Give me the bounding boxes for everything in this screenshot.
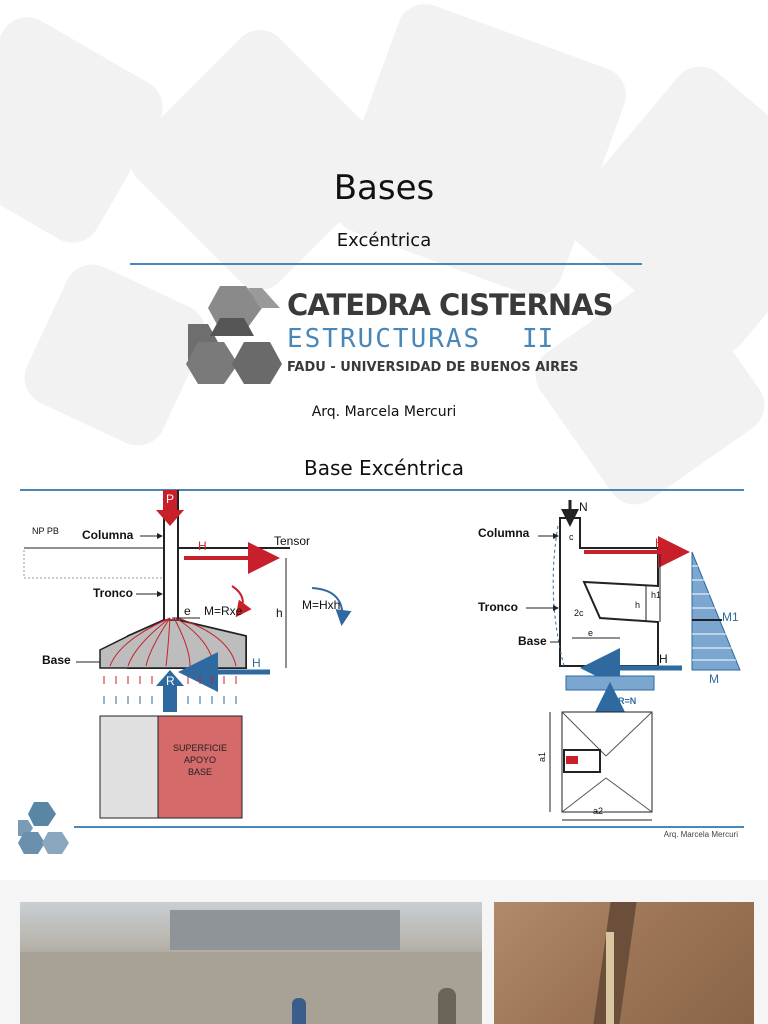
columna-label-right: Columna <box>478 526 530 540</box>
m-label: M <box>709 672 719 686</box>
logo-line1: CATEDRA CISTERNAS <box>287 288 613 322</box>
base-label: Base <box>42 653 71 667</box>
photo-strip <box>0 880 768 1024</box>
h1-label: h1 <box>651 590 662 600</box>
logo-line2-number: II <box>522 324 554 354</box>
h-label: H <box>198 539 207 553</box>
photo-worker <box>292 998 306 1024</box>
r-label: R <box>166 674 175 688</box>
logo-line2: ESTRUCTURAS <box>287 324 482 354</box>
left-diagram <box>23 490 352 819</box>
e-label-right: e <box>588 628 594 638</box>
footer-divider <box>74 826 744 828</box>
moment-hatch <box>692 565 736 661</box>
bg-shape <box>326 0 634 304</box>
e-label: e <box>184 604 191 618</box>
r-arrowhead <box>156 670 184 686</box>
h-reaction-label: H <box>252 656 261 670</box>
h-dim-label: h <box>276 606 283 620</box>
p-label: P <box>166 492 175 506</box>
tronco-label: Tronco <box>93 586 134 600</box>
plan-column-fill <box>566 756 578 764</box>
a1-label: a1 <box>537 751 548 763</box>
m1-label: M1 <box>722 610 739 624</box>
footer-logo-icon <box>18 802 69 854</box>
columna-label: Columna <box>82 528 134 542</box>
footing-section <box>559 517 659 667</box>
h-top-label: H <box>655 536 664 550</box>
page-subtitle: Excéntrica <box>336 230 432 251</box>
twoc-label: 2c <box>574 608 584 618</box>
plan-column <box>563 749 601 773</box>
soil-reaction <box>565 675 655 691</box>
mrxe-label: M=Rxe <box>204 604 243 618</box>
surface-line: APOYO <box>183 755 216 765</box>
p-arrowhead <box>156 510 184 526</box>
slide-title: Base Excéntrica <box>303 456 465 480</box>
photo-worker <box>438 988 456 1024</box>
slide-top-divider <box>20 489 744 491</box>
mhxh-label: M=Hxh <box>302 598 341 612</box>
p-arrow <box>163 490 177 512</box>
footer-author: Arq. Marcela Mercuri <box>663 830 738 839</box>
plan-slope <box>561 711 653 813</box>
construction-photo-left <box>20 902 482 1024</box>
h-bottom-label: H <box>659 652 668 666</box>
a2-label: a2 <box>593 806 604 816</box>
r-arrow <box>163 684 177 712</box>
title-divider <box>130 263 642 265</box>
page-title: Bases <box>333 168 435 208</box>
photo-formwork <box>606 932 614 1024</box>
moment-diagram <box>691 551 741 671</box>
photo-wall <box>20 952 482 1024</box>
moment-rxe-arc <box>231 585 252 618</box>
construction-photo-right <box>494 902 754 1024</box>
n-label: N <box>579 500 588 514</box>
photo-trench <box>593 902 637 1024</box>
surface-red <box>157 715 243 819</box>
soil-pressure-arrows <box>103 676 237 704</box>
ground-hatch <box>23 547 165 579</box>
base-label-right: Base <box>518 634 547 648</box>
logo: CATEDRA CISTERNAS ESTRUCTURAS II FADU - … <box>184 284 613 388</box>
author: Arq. Marcela Mercuri <box>311 404 457 420</box>
photo-building <box>170 910 400 950</box>
h-label-right: h <box>635 600 641 610</box>
surface-label: SUPERFICIE APOYO BASE <box>158 742 242 778</box>
surface-line: SUPERFICIE <box>172 743 227 753</box>
right-diagram <box>526 500 741 821</box>
c-label: c <box>569 532 574 542</box>
surface-gray <box>99 715 159 819</box>
logo-mark-icon <box>186 286 282 384</box>
tronco-label-right: Tronco <box>478 600 519 614</box>
moment-hxh-arc <box>311 587 352 626</box>
surface-line: BASE <box>187 767 212 777</box>
tensor-label: Tensor <box>274 534 311 548</box>
np-label: NP PB <box>32 526 59 536</box>
logo-line3: FADU - UNIVERSIDAD DE BUENOS AIRES <box>287 360 579 375</box>
rn-label: R=N <box>618 696 637 706</box>
